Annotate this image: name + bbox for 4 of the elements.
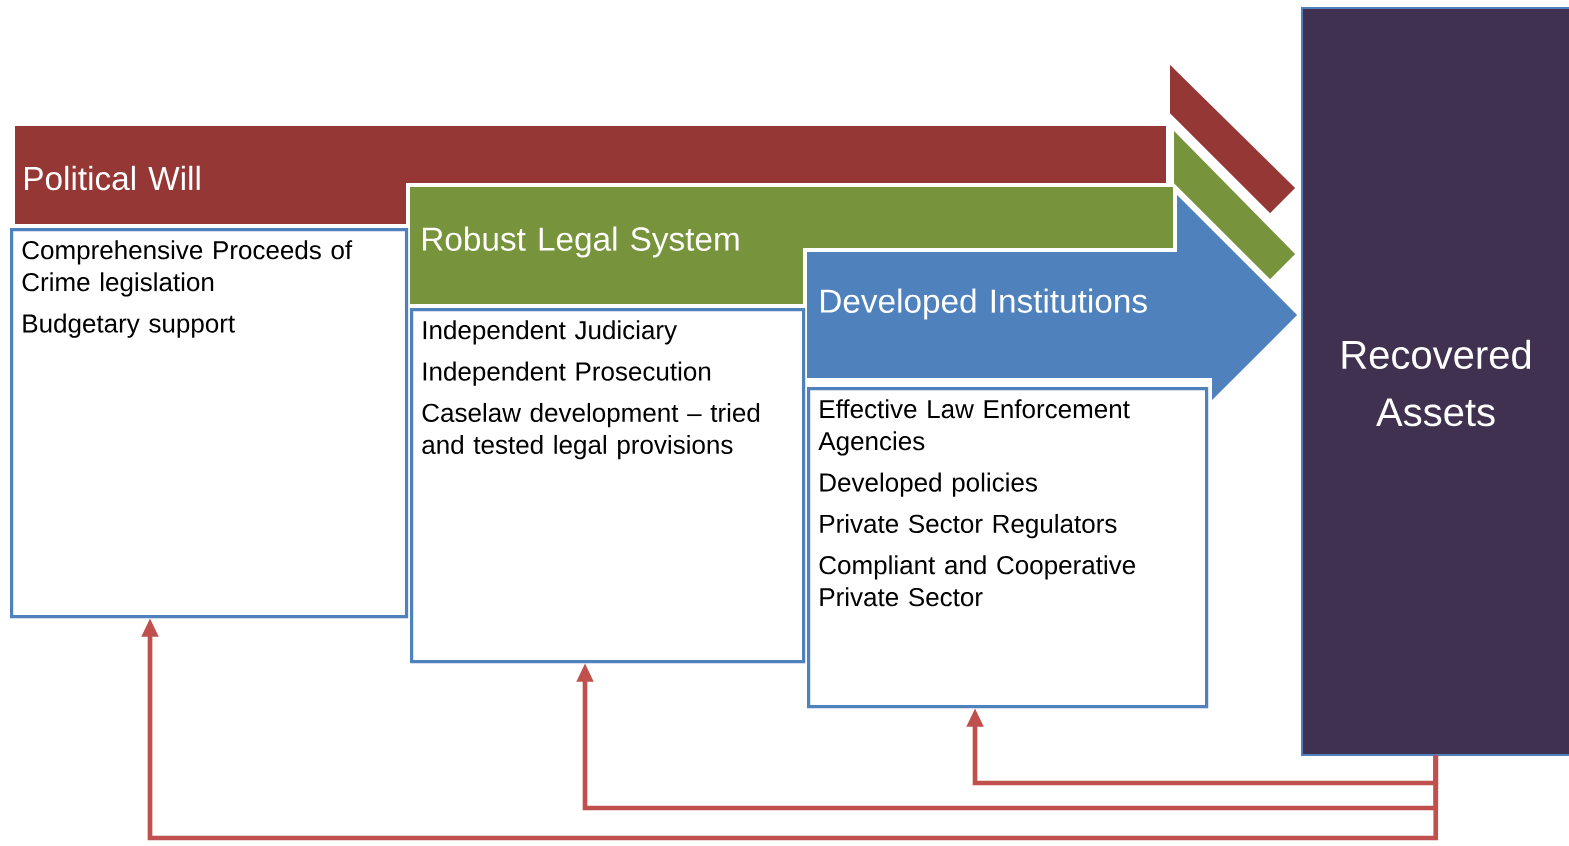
text-box: Effective Law Enforcement Agencies Developed policies Private Sector Regulators Compliant and Cooperative Private Sector [807, 387, 1209, 709]
text-box: Independent Judiciary Independent Prosecution Caselaw development – tried and tested legal provisions [410, 308, 806, 664]
result-box: Recovered Assets [1301, 7, 1569, 756]
text-box: Comprehensive Proceeds of Crime legislation Budgetary support [10, 228, 409, 619]
